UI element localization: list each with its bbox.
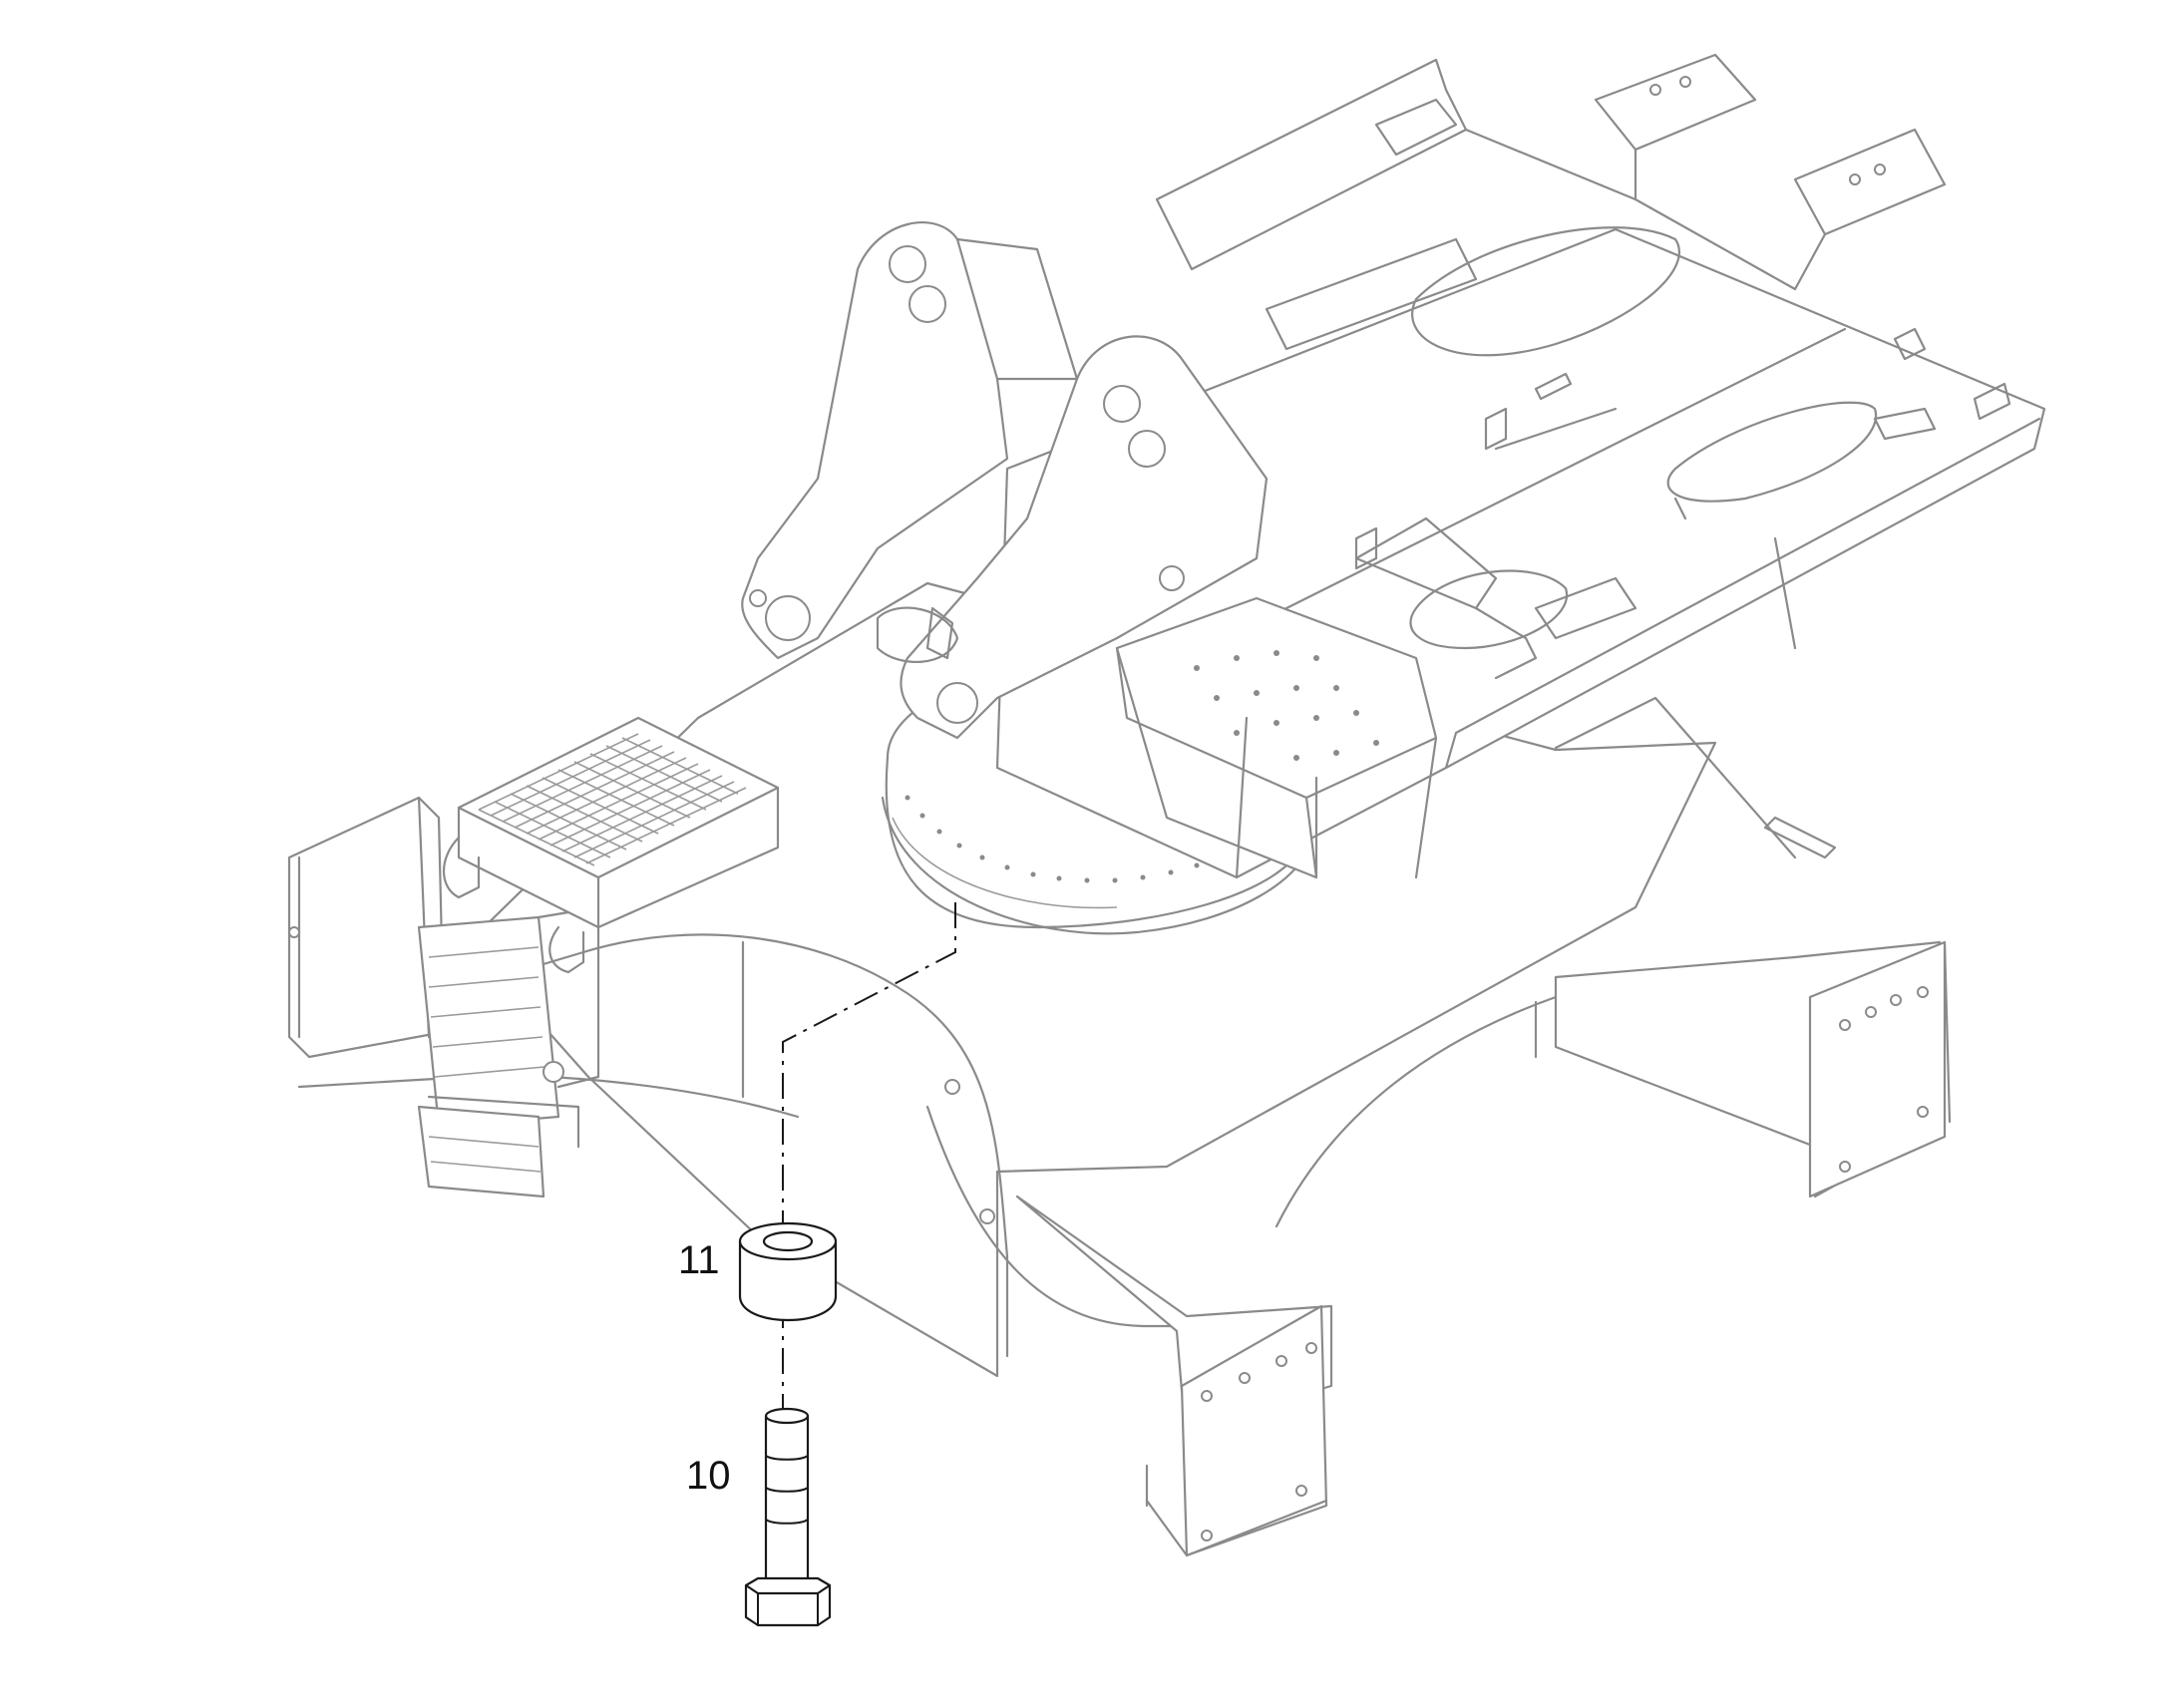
assembly-axis-line (782, 902, 956, 1436)
callout-11-label: 11 (678, 1238, 720, 1282)
step-platform (443, 716, 780, 974)
grating (478, 733, 747, 866)
callout-10-label: 10 (686, 1454, 731, 1498)
spacer-bushing (738, 1221, 838, 1322)
floor-plate-holes (1194, 650, 1379, 761)
hex-bolt (744, 1407, 832, 1627)
bearing-bolt-holes (905, 795, 1268, 883)
upper-revolving-frame (741, 53, 2046, 879)
